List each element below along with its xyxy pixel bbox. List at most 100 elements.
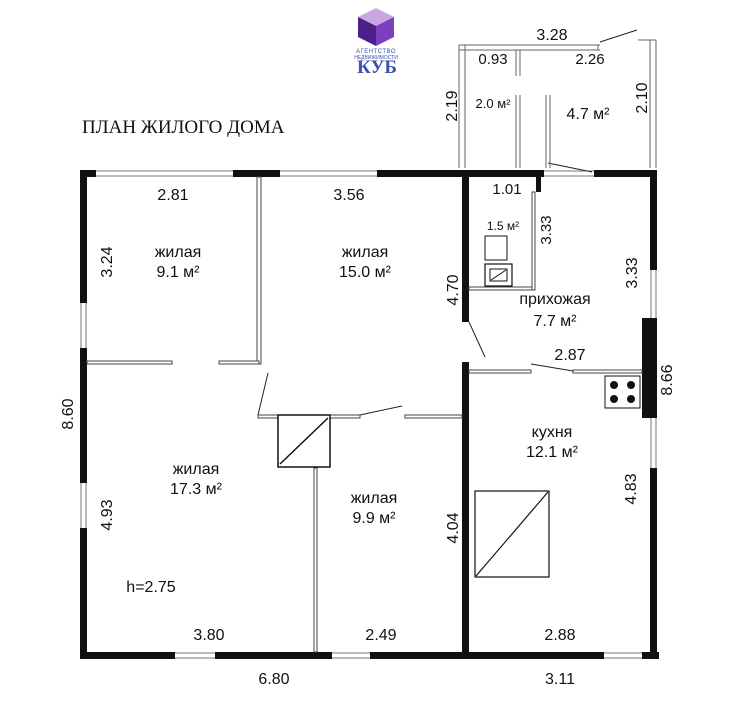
porch-top-wall — [459, 44, 600, 51]
dim-hallway-inner: 2.87 — [554, 347, 585, 364]
room-area-porch-large: 4.7 м² — [566, 106, 610, 123]
dim-porch-left-h: 2.19 — [444, 90, 461, 121]
plan-title: ПЛАН ЖИЛОГО ДОМА — [82, 117, 285, 138]
toilet — [484, 235, 508, 261]
wall-west-2 — [80, 348, 87, 483]
room-area-kitchen: 12.1 м² — [526, 444, 579, 461]
dim-east-lower: 4.83 — [623, 473, 640, 504]
door-swing-3 — [468, 321, 486, 358]
wall-north-2 — [233, 170, 280, 177]
porch-divider-lower — [515, 95, 521, 168]
door-swing-5 — [547, 162, 593, 173]
dim-south-total: 6.80 — [258, 671, 289, 688]
partition-mid-c — [404, 414, 463, 419]
logo-cube-right — [376, 17, 394, 46]
ceiling-height: h=2.75 — [126, 579, 175, 596]
wall-center-upper — [462, 170, 469, 322]
dim-west-lower: 4.93 — [99, 499, 116, 530]
agency-logo: АГЕНТСТВО НЕДВИЖИМОСТИ КУБ — [354, 8, 398, 78]
sink-diagonal — [490, 269, 507, 281]
wall-north-3 — [377, 170, 544, 177]
room-area-bedroom-nw: 9.1 м² — [156, 264, 200, 281]
room-labels: жилая 9.1 м² жилая 15.0 м² жилая 17.3 м²… — [155, 96, 610, 527]
dim-east-total: 8.66 — [659, 364, 676, 395]
room-label-bedroom-south: жилая — [351, 490, 398, 507]
cooktop-outline — [604, 375, 641, 409]
door-swings — [257, 29, 638, 416]
dim-south-left: 3.80 — [193, 627, 224, 644]
dim-porch-top: 3.28 — [536, 27, 567, 44]
stove-block — [277, 414, 331, 468]
logo-agency-line2: НЕДВИЖИМОСТИ — [354, 55, 398, 61]
room-area-living-west: 17.3 м² — [170, 481, 223, 498]
room-label-kitchen: кухня — [532, 424, 573, 441]
window-north-3 — [544, 170, 594, 177]
partition-bed2-west — [313, 467, 318, 653]
room-area-living-north: 15.0 м² — [339, 264, 392, 281]
wall-east-1 — [650, 170, 657, 270]
burner-1 — [610, 381, 618, 389]
door-swing-1 — [257, 372, 269, 416]
bathroom-fixtures — [484, 235, 513, 287]
partition-hall-kitchen-a — [468, 369, 532, 374]
dim-west-total: 8.60 — [60, 398, 77, 429]
dim-porch-large-w: 2.26 — [575, 51, 604, 68]
partition-mid-b — [329, 414, 361, 419]
window-west-1 — [80, 303, 87, 348]
wall-south-2 — [215, 652, 332, 659]
dim-bathroom-width: 1.01 — [492, 181, 521, 198]
window-east-2 — [650, 418, 657, 468]
wall-bath-top — [469, 170, 544, 177]
dim-south-right: 2.88 — [544, 627, 575, 644]
wall-south-1 — [80, 652, 175, 659]
porch-inner-wall — [545, 95, 551, 168]
dimensions-vertical: 3.24 8.60 4.93 4.70 4.04 3.33 3.33 8.66 … — [60, 82, 676, 543]
burner-2 — [627, 381, 635, 389]
porch-wall-stub — [592, 44, 599, 50]
partition-mid-a — [257, 414, 279, 419]
dim-east-upper: 3.33 — [624, 257, 641, 288]
oven-diagonal — [475, 491, 549, 577]
wall-west-1 — [80, 170, 87, 303]
porch-left-wall — [458, 45, 466, 168]
partition-bath-east — [531, 191, 536, 291]
porch-walls — [458, 39, 657, 168]
door-swing-6 — [599, 29, 638, 43]
dim-north-left: 2.81 — [157, 187, 188, 204]
partition-hall-kitchen-b — [572, 369, 643, 374]
partition-bedroom-east — [256, 176, 262, 365]
wall-center-lower — [462, 362, 469, 659]
dim-west-upper: 3.24 — [99, 246, 116, 277]
wall-north-4 — [594, 170, 657, 177]
windows — [80, 170, 657, 659]
window-south-1 — [175, 652, 215, 659]
logo-cube-left — [358, 17, 376, 46]
wall-east-2 — [642, 318, 657, 418]
dim-south-mid: 2.49 — [365, 627, 396, 644]
dim-porch-small-w: 0.93 — [478, 51, 507, 68]
dimensions-horizontal: 2.81 3.56 3.80 2.49 2.88 6.80 3.11 2.87 … — [126, 27, 604, 688]
window-west-2 — [80, 483, 87, 528]
room-label-hallway: прихожая — [519, 291, 590, 308]
wall-north-1 — [80, 170, 96, 177]
dim-north-mid: 3.56 — [333, 187, 364, 204]
dim-south-total-right: 3.11 — [545, 671, 575, 688]
dim-porch-right-h: 2.10 — [634, 82, 651, 113]
logo-brand: КУБ — [357, 57, 397, 78]
room-area-bathroom: 1.5 м² — [487, 219, 519, 233]
wall-south-3 — [370, 652, 604, 659]
exterior-walls — [80, 170, 659, 659]
door-swing-4 — [530, 363, 574, 372]
stove-diagonal — [279, 417, 329, 465]
burner-3 — [610, 395, 618, 403]
kitchen-oven — [474, 490, 550, 578]
wall-west-3 — [80, 528, 87, 659]
window-north-2 — [280, 170, 377, 177]
window-north-1 — [96, 170, 233, 177]
partition-bedroom-south-b — [218, 360, 260, 365]
cooktop — [604, 375, 641, 409]
room-label-bedroom-nw: жилая — [155, 244, 202, 261]
wall-bath-side — [536, 177, 541, 192]
